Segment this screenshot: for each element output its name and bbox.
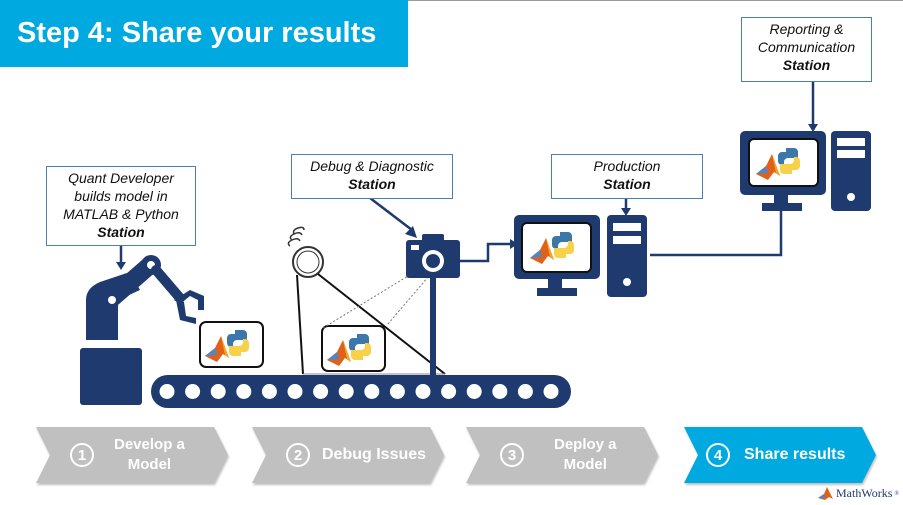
callout-text: Reporting &	[769, 21, 844, 37]
conveyor-roller	[441, 384, 457, 399]
step-label: Share results	[744, 446, 846, 463]
step-label-line2: Model	[563, 456, 607, 473]
step-label-line1: Deploy a	[554, 436, 617, 453]
connector-arrows	[116, 82, 818, 270]
conveyor-roller	[313, 384, 329, 399]
step-number-badge: 3	[500, 443, 524, 467]
callout-station-label: Station	[97, 224, 145, 240]
callout-station-label: Station	[603, 176, 651, 192]
conveyor-roller	[517, 384, 533, 399]
callout-station-label: Station	[782, 57, 831, 73]
step-label: Deploy a Model	[554, 435, 617, 475]
callout-station-label: Station	[348, 176, 396, 192]
conveyor-roller	[466, 384, 482, 399]
production-station-callout: Production Station	[551, 154, 703, 199]
callout-text: builds model in	[74, 188, 168, 204]
mathworks-logo: MathWorks®	[818, 486, 899, 501]
conveyor-roller	[185, 384, 201, 399]
matlab-python-card-2	[321, 325, 386, 372]
step-number-badge: 4	[706, 443, 730, 467]
page-title: Step 4: Share your results	[0, 0, 408, 67]
conveyor-roller	[415, 384, 431, 399]
callout-text: Production	[593, 158, 661, 174]
conveyor-roller	[287, 384, 303, 399]
computer-tower-icon	[607, 215, 647, 297]
camera-icon	[406, 234, 460, 376]
step-3-deploy-model[interactable]: 3 Deploy a Model	[466, 427, 658, 483]
reporting-station-callout: Reporting & Communication Station	[741, 17, 872, 82]
reporting-screen-card	[748, 138, 819, 187]
step-label-line2: Model	[127, 456, 172, 473]
callout-text: Quant Developer	[68, 170, 174, 186]
conveyor-roller	[159, 384, 175, 399]
step-number-badge: 2	[286, 443, 310, 467]
conveyor-roller	[236, 384, 252, 399]
callout-text: Communication	[757, 39, 856, 55]
conveyor-roller	[364, 384, 380, 399]
camera-to-production-connector	[460, 239, 518, 263]
step-4-share-results[interactable]: 4 Share results	[684, 427, 876, 483]
developer-station-callout: Quant Developer builds model in MATLAB &…	[46, 166, 196, 246]
conveyor-roller	[543, 384, 559, 399]
conveyor-roller	[389, 384, 405, 399]
brand-trademark: ®	[894, 490, 899, 497]
top-rule	[0, 0, 903, 1]
matlab-membrane-icon	[818, 487, 833, 500]
conveyor-roller	[492, 384, 508, 399]
callout-text: MATLAB & Python	[63, 206, 179, 222]
step-1-develop-model[interactable]: 1 Develop a Model	[36, 427, 228, 483]
callout-text: Debug & Diagnostic	[310, 158, 434, 174]
step-label: Debug Issues	[322, 446, 427, 463]
conveyor-belt-icon	[151, 375, 571, 408]
light-bulb-icon	[287, 226, 324, 278]
production-to-reporting-connector	[650, 210, 783, 257]
brand-name: MathWorks	[836, 486, 893, 500]
conveyor-roller	[210, 384, 226, 399]
conveyor-rollers	[159, 384, 559, 399]
step-label-line1: Develop a	[114, 436, 185, 453]
step-label: Develop a Model	[114, 435, 185, 475]
conveyor-roller	[338, 384, 354, 399]
light-beam	[296, 273, 446, 375]
matlab-python-card-1	[199, 321, 264, 368]
production-screen-card	[521, 222, 592, 273]
step-2-debug-issues[interactable]: 2 Debug Issues	[252, 427, 444, 483]
conveyor-roller	[261, 384, 277, 399]
step-number-badge: 1	[70, 443, 94, 467]
robot-arm-icon	[80, 255, 204, 405]
debug-station-callout: Debug & Diagnostic Station	[291, 154, 453, 199]
